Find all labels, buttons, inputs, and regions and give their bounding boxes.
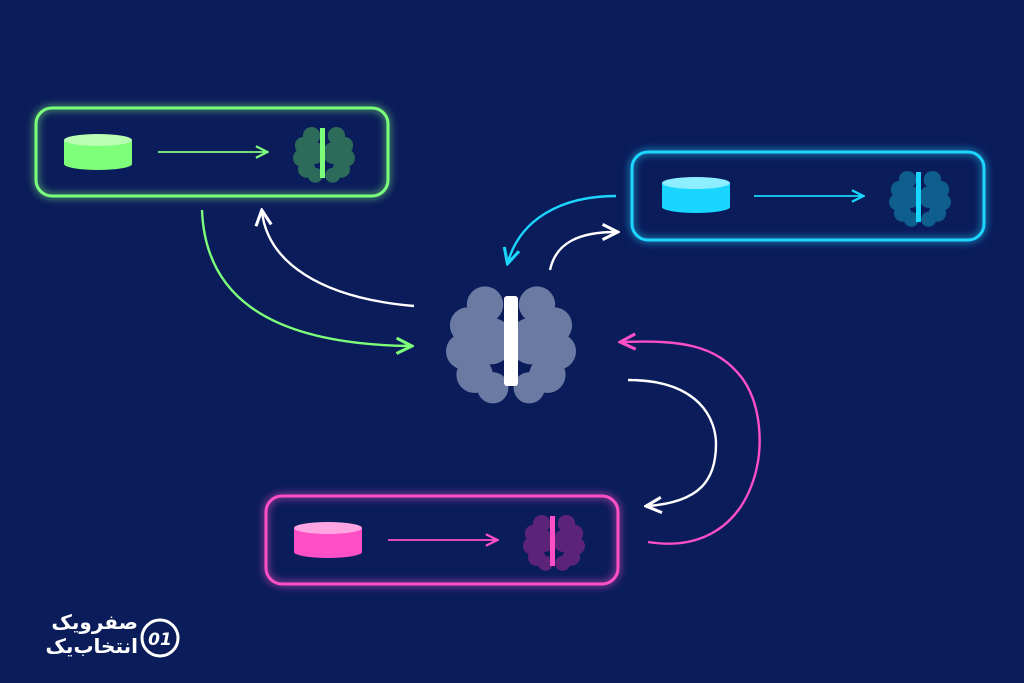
- curve-arrow-white-right: [548, 232, 616, 271]
- node-box-pink: [264, 494, 620, 586]
- brain-icon: [293, 126, 355, 183]
- curve-arrow-white-left: [262, 212, 415, 308]
- logo-mark-text: 01: [148, 630, 172, 650]
- node-top-left: [34, 106, 390, 198]
- database-icon: [662, 177, 730, 213]
- curve-arrow-white-bottom: [627, 378, 718, 506]
- curve-arrow-pink: [622, 342, 761, 545]
- node-box-green: [34, 106, 390, 198]
- database-icon: [294, 522, 362, 558]
- brain-icon: [523, 514, 585, 571]
- node-top-right: [630, 150, 986, 242]
- logo-text: صفرویک انتخاب‌یک: [20, 610, 138, 658]
- logo-line-2: انتخاب‌یک: [45, 634, 138, 658]
- node-bottom: [264, 494, 620, 586]
- node-box-cyan: [630, 150, 986, 242]
- logo-line-1: صفرویک: [51, 610, 138, 634]
- curve-arrow-cyan: [508, 194, 617, 262]
- logo-mark: 01: [140, 618, 180, 658]
- database-icon: [64, 134, 132, 170]
- center-brain-icon: [446, 286, 576, 404]
- brain-icon: [889, 170, 951, 227]
- curve-arrow-green: [200, 209, 410, 346]
